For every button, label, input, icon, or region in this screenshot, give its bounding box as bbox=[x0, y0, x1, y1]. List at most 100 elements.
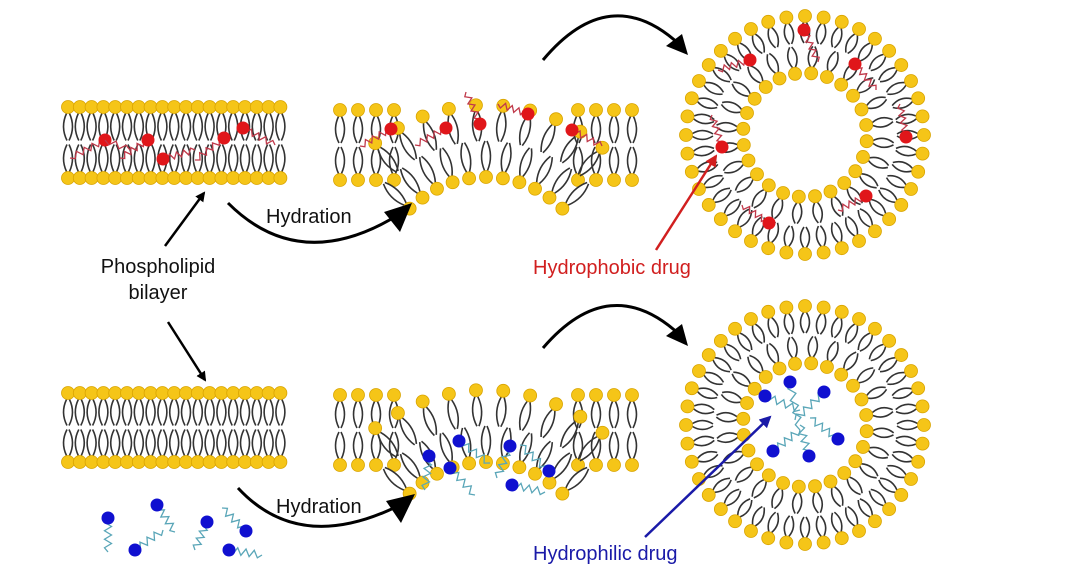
lipid-tail bbox=[872, 137, 895, 144]
lipid-tail bbox=[830, 512, 839, 534]
lipid-tail bbox=[703, 174, 723, 186]
lipid-tail bbox=[805, 312, 811, 334]
lipid-head bbox=[701, 58, 716, 72]
lipid-tail bbox=[698, 387, 719, 397]
lipid-tail bbox=[157, 113, 163, 141]
curve-to-liposome-arrow-bottom-head bbox=[666, 324, 688, 346]
lipid-head bbox=[684, 454, 699, 469]
lipid-head bbox=[859, 408, 874, 422]
lipid-tail bbox=[815, 225, 822, 247]
lipid-tail bbox=[723, 346, 740, 362]
lipid-tail bbox=[815, 313, 822, 335]
lipid-tail bbox=[753, 191, 768, 209]
lipid-tail bbox=[388, 401, 394, 429]
lipid-head bbox=[261, 100, 276, 114]
lipid-tail bbox=[870, 346, 887, 362]
lipid-tail bbox=[554, 453, 573, 479]
lipid-head bbox=[273, 386, 288, 400]
lipid-tail bbox=[198, 429, 204, 456]
hydrophilic-drug-molecule bbox=[150, 498, 164, 512]
bottom-flat-bilayer bbox=[61, 386, 288, 469]
lipid-tail bbox=[204, 429, 210, 456]
lipid-tail bbox=[535, 155, 551, 183]
lipid-tail bbox=[358, 146, 364, 174]
lipid-tail bbox=[521, 402, 532, 432]
lipid-tail bbox=[885, 81, 905, 93]
lipid-tail bbox=[626, 116, 632, 144]
lipid-tail bbox=[608, 146, 614, 174]
lipid-head bbox=[846, 378, 860, 393]
lipid-head bbox=[441, 386, 456, 401]
lipid-tail bbox=[150, 144, 156, 172]
phospholipid-bilayer-label: Phospholipid bilayer bbox=[88, 254, 228, 306]
lipid-head bbox=[779, 535, 794, 550]
lipid-tail bbox=[127, 429, 133, 456]
lipid-head bbox=[854, 392, 869, 407]
lipid-head bbox=[369, 388, 383, 402]
lipid-head bbox=[542, 475, 557, 490]
lipid-tail bbox=[74, 113, 80, 141]
hydrophilic-drug-label: Hydrophilic drug bbox=[533, 543, 678, 565]
lipid-tail bbox=[614, 116, 620, 144]
lipid-tail bbox=[480, 140, 486, 171]
lipid-head bbox=[736, 138, 751, 152]
lipid-tail bbox=[844, 323, 856, 343]
lipid-tail bbox=[895, 435, 917, 442]
lipid-tail bbox=[192, 399, 198, 426]
lipid-head bbox=[882, 43, 897, 58]
lipid-tail bbox=[867, 388, 888, 400]
lipid-tail bbox=[233, 399, 239, 426]
lipid-tail bbox=[145, 399, 151, 426]
hydrophilic-drug-molecule bbox=[452, 434, 466, 448]
lipid-head bbox=[904, 74, 918, 88]
lipid-head bbox=[798, 537, 812, 551]
lipid-head bbox=[834, 531, 849, 546]
lipid-tail bbox=[500, 427, 509, 457]
lipid-tail bbox=[885, 177, 905, 189]
lipid-head bbox=[741, 443, 756, 458]
lipid-tail bbox=[858, 369, 876, 384]
bilayer-pointer-arrow-up bbox=[163, 191, 206, 247]
lipid-head bbox=[190, 171, 205, 185]
lipid-tail bbox=[477, 396, 483, 427]
lipid-tail bbox=[859, 44, 874, 62]
lipid-head bbox=[750, 457, 764, 472]
lipid-head bbox=[744, 524, 758, 538]
lipid-head bbox=[238, 386, 252, 400]
lipid-tail bbox=[399, 168, 418, 194]
lipid-head bbox=[701, 198, 716, 212]
lipid-head bbox=[589, 103, 603, 117]
lipid-head bbox=[120, 386, 134, 400]
lipid-tail bbox=[180, 144, 186, 172]
lipid-tail bbox=[109, 429, 115, 456]
lipid-tail bbox=[872, 142, 894, 149]
lipid-tail bbox=[174, 399, 180, 426]
lipid-tail bbox=[834, 196, 844, 216]
hydrophobic-drug-molecule bbox=[141, 133, 155, 147]
hydration-arrow-bottom-head bbox=[386, 494, 415, 523]
lipid-head bbox=[202, 100, 217, 114]
lipid-tail bbox=[486, 140, 492, 171]
lipid-tail bbox=[186, 113, 192, 141]
lipid-tail bbox=[844, 33, 856, 53]
lipid-tail bbox=[721, 101, 743, 110]
lipid-tail bbox=[579, 438, 601, 462]
lipid-tail bbox=[859, 208, 874, 226]
lipid-head bbox=[816, 245, 831, 260]
lipid-head bbox=[108, 171, 123, 185]
lipid-head bbox=[589, 388, 603, 402]
lipid-tail bbox=[596, 116, 602, 144]
lipid-head bbox=[84, 100, 99, 114]
lipid-head bbox=[692, 364, 706, 378]
lipid-tail bbox=[812, 202, 819, 224]
lipid-tail bbox=[705, 81, 725, 93]
hydration-label-top: Hydration bbox=[266, 206, 352, 228]
lipid-tail bbox=[239, 429, 245, 456]
lipid-head bbox=[788, 66, 802, 81]
lipid-tail bbox=[109, 399, 115, 426]
lipid-head bbox=[261, 171, 276, 185]
lipid-tail bbox=[471, 396, 478, 427]
lipid-head bbox=[167, 455, 182, 469]
lipid-tail bbox=[693, 149, 715, 157]
lipid-tail bbox=[724, 164, 744, 174]
